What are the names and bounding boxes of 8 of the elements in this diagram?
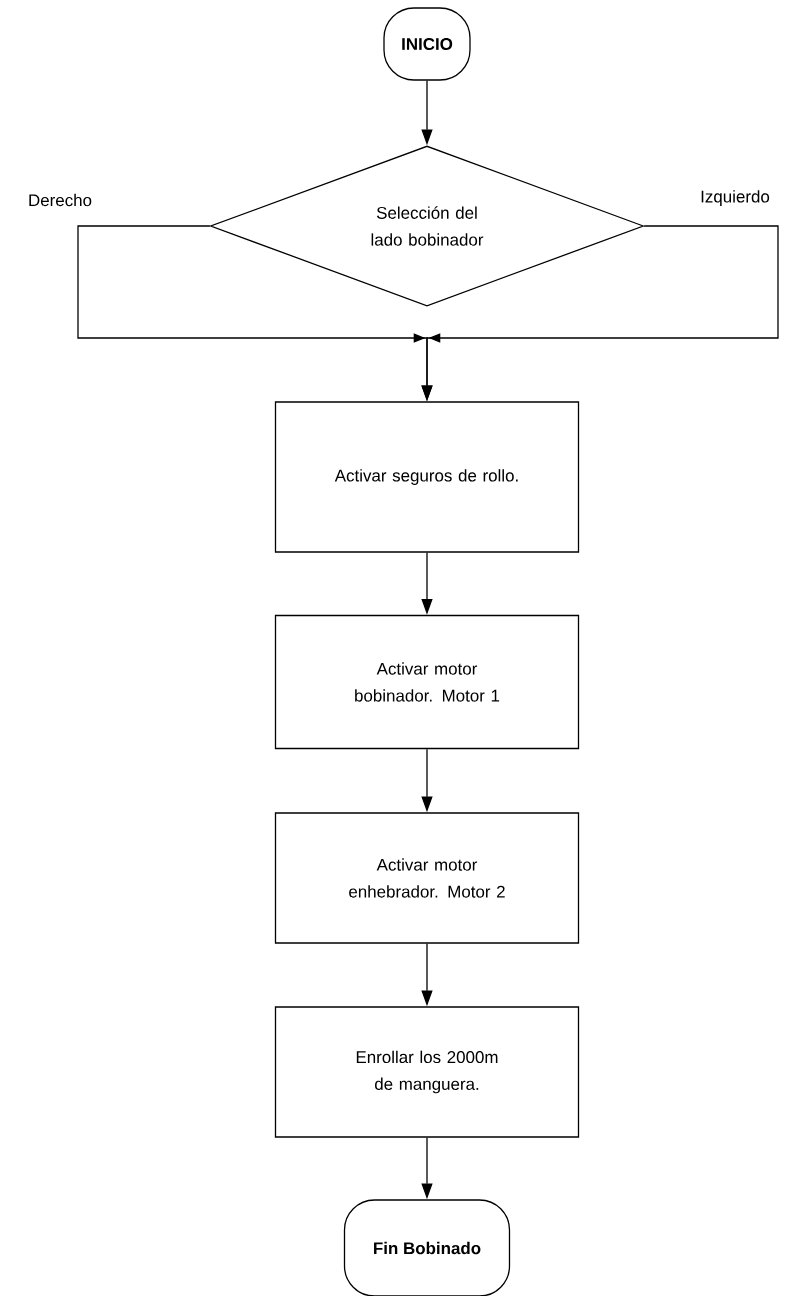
process-box: Enrollar los 2000m de manguera.: [274, 1006, 580, 1138]
process-box: Activar seguros de rollo.: [274, 401, 580, 553]
terminal-box: INICIO: [383, 7, 471, 81]
terminal-box: Fin Bobinado: [343, 1199, 511, 1296]
edge-label: Izquierdo: [701, 190, 770, 206]
process-box: Activar motor bobinador. Motor 1: [274, 614, 580, 750]
process-box: Activar motor enhebrador. Motor 2: [274, 812, 580, 944]
edge-label: Derecho: [29, 193, 92, 207]
